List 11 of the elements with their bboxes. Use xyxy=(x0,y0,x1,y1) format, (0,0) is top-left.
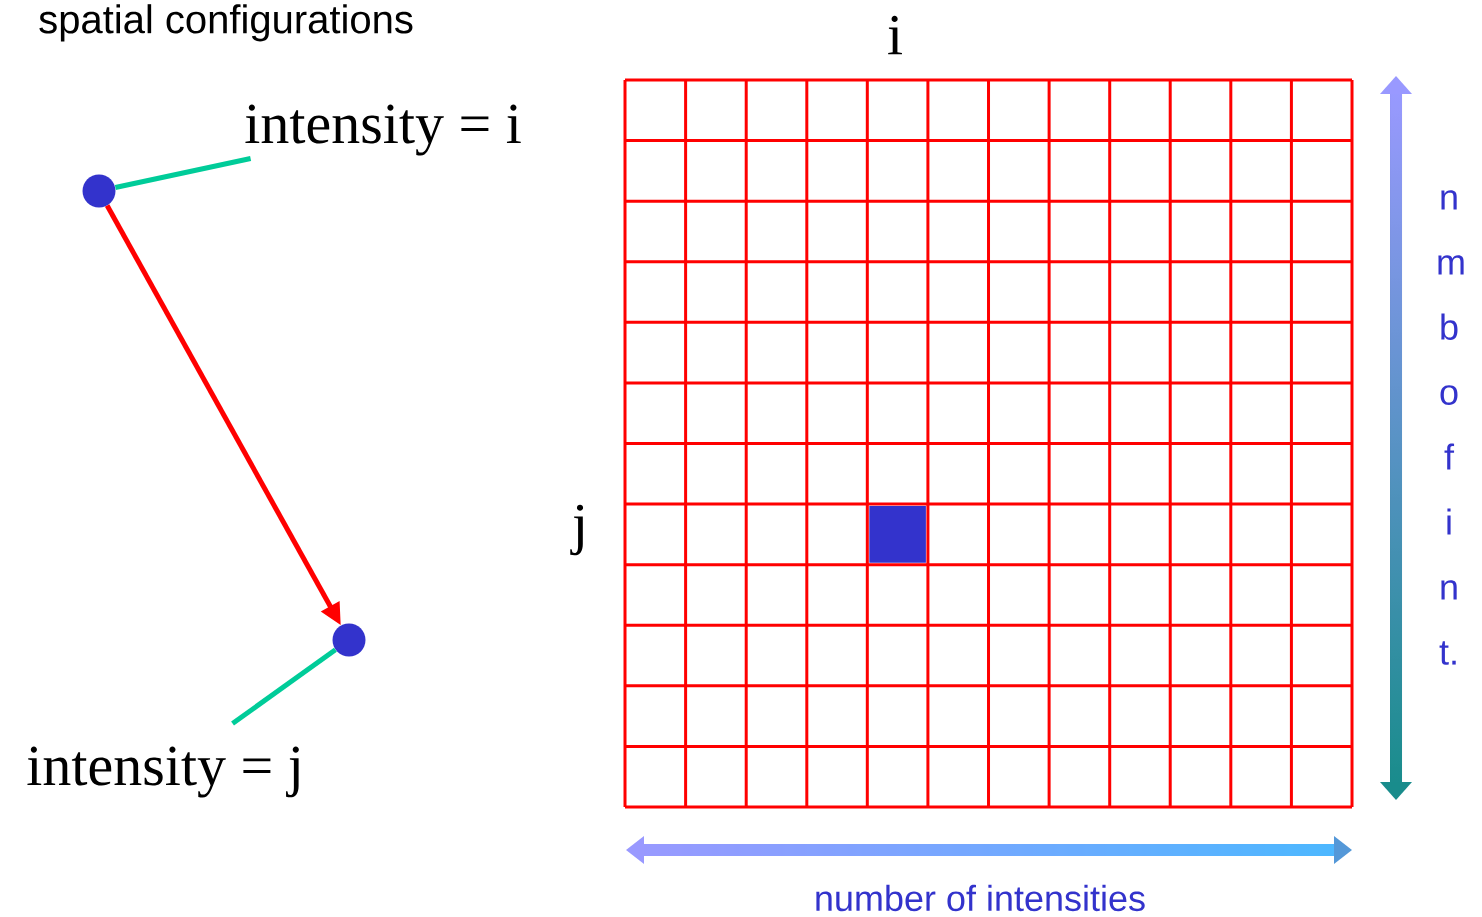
leader-line xyxy=(231,647,337,726)
axis-label: i xyxy=(888,15,902,55)
leader-line xyxy=(114,156,252,190)
pixel-dot xyxy=(332,623,366,657)
axis-label: n m b o f i n t. xyxy=(1438,190,1464,665)
axis-label: number of intensities xyxy=(816,884,1145,912)
intensity-label: intensity = i xyxy=(245,104,521,156)
axis-label: j xyxy=(570,504,584,556)
intensity-label: intensity = j xyxy=(27,746,299,798)
pixel-dot xyxy=(82,174,116,208)
title: spatial configurations xyxy=(39,4,413,42)
